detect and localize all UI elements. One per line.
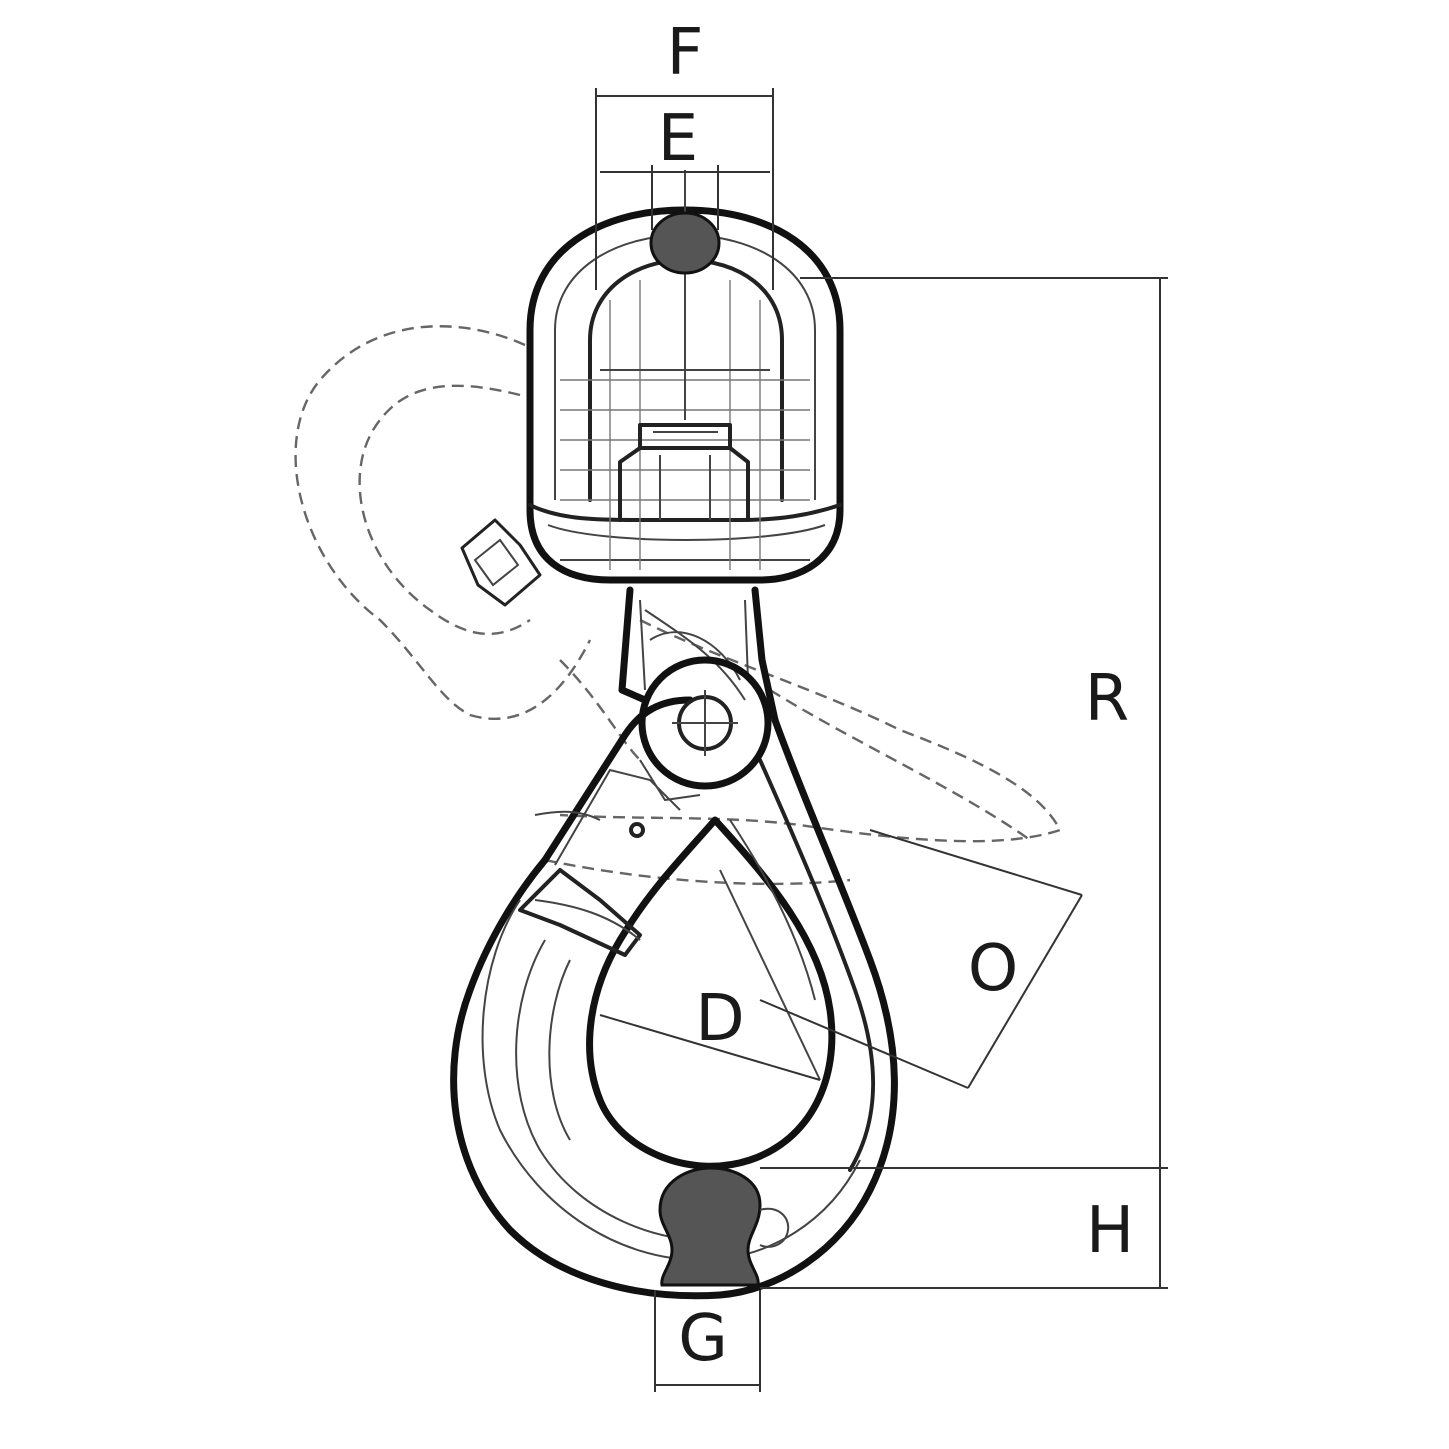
pivot-bolt-icon (638, 656, 772, 790)
dimension-lines (595, 88, 1168, 1392)
swivel-nut-icon (618, 423, 750, 522)
hook-bottom-section-hatch (658, 1166, 762, 1287)
ghost-latch-icon (460, 518, 542, 607)
dimension-label-d: D (695, 982, 744, 1056)
dimension-label-e: E (658, 102, 698, 176)
dimension-label-h: H (1086, 1194, 1134, 1268)
dimension-label-f: F (667, 16, 704, 90)
hook-body (450, 696, 898, 1300)
dimension-label-r: R (1085, 662, 1129, 736)
latch-pin-icon (629, 822, 645, 838)
dimension-label-o: O (968, 932, 1018, 1006)
dimension-label-g: G (678, 1302, 728, 1376)
eye-section-hatch (649, 211, 721, 275)
swivel-eye (526, 170, 844, 584)
